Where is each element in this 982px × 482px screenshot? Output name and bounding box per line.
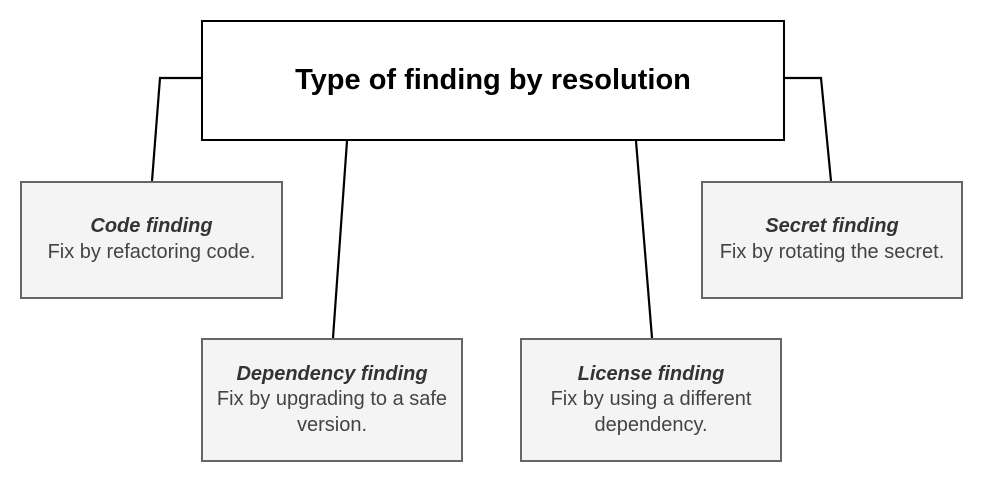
node-dependency-finding-title: Dependency finding <box>236 362 428 385</box>
node-code-finding-description: Fix by refactoring code. <box>47 241 256 263</box>
node-code-finding-title: Code finding <box>90 215 213 238</box>
node-root-title: Type of finding by resolution <box>295 63 691 96</box>
node-dependency-finding-description: Fix by upgrading to a safe version. <box>216 388 448 436</box>
connector-root-to-secret <box>785 76 833 182</box>
node-secret-finding-title: Secret finding <box>765 215 899 238</box>
node-license-finding-title: License finding <box>577 362 725 385</box>
node-code-finding[interactable]: Code finding Fix by refactoring code. <box>20 181 283 299</box>
connector-root-to-license <box>634 140 654 339</box>
node-license-finding[interactable]: License finding Fix by using a different… <box>520 338 782 462</box>
node-dependency-finding[interactable]: Dependency finding Fix by upgrading to a… <box>201 338 463 462</box>
connector-root-to-dependency <box>331 140 349 339</box>
node-secret-finding-description: Fix by rotating the secret. <box>719 241 945 263</box>
node-license-finding-description: Fix by using a different dependency. <box>550 388 752 436</box>
node-secret-finding[interactable]: Secret finding Fix by rotating the secre… <box>701 181 963 299</box>
node-root[interactable]: Type of finding by resolution <box>201 20 785 141</box>
connector-root-to-code <box>150 76 201 182</box>
